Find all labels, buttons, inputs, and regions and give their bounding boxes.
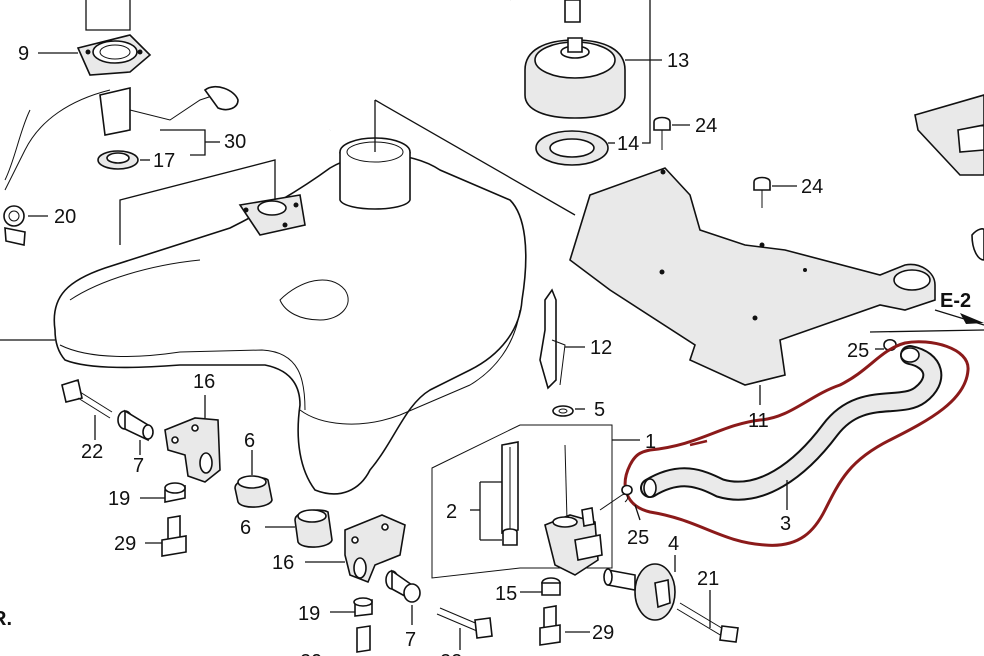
callout-24-top: 24 [695, 115, 717, 137]
part-17-seal [97, 150, 139, 170]
part-19-nut-lower [353, 597, 373, 617]
callout-3: 3 [780, 513, 791, 535]
part-14-gasket [535, 130, 609, 166]
callout-25-low: 25 [627, 527, 649, 549]
callout-24-mid: 24 [801, 176, 823, 198]
callout-9: 9 [18, 43, 29, 65]
part-9-flange [76, 34, 152, 76]
callout-7-low: 7 [405, 629, 416, 651]
callout-16-top: 16 [193, 371, 215, 393]
callout-29-center: 29 [592, 622, 614, 644]
callout-14: 14 [617, 133, 639, 155]
part-29-bolt [161, 515, 187, 557]
callout-29-top: 29 [114, 533, 136, 555]
part-20-clip [3, 205, 26, 246]
part-4-knob [603, 563, 676, 621]
part-5-washer [552, 405, 574, 417]
callout-15: 15 [495, 583, 517, 605]
callout-12: 12 [590, 337, 612, 359]
callout-1: 1 [645, 431, 656, 453]
part-29-bolt-lower [356, 625, 371, 653]
part-29-bolt-center [539, 605, 561, 646]
callout-4: 4 [668, 533, 679, 555]
callout-7-top: 7 [133, 455, 144, 477]
callout-30: 30 [224, 131, 246, 153]
fuel-tank [53, 137, 527, 495]
callout-5: 5 [594, 399, 605, 421]
part-22-bolt [61, 378, 113, 419]
part-21-bolt [676, 602, 739, 643]
part-24-bolts [653, 116, 771, 208]
callout-19-top: 19 [108, 488, 130, 510]
part-12-clip [539, 288, 566, 390]
callout-11: 11 [748, 410, 769, 432]
part-13-cap [524, 0, 626, 119]
callout-17: 17 [153, 150, 175, 172]
part-19-nut [164, 482, 186, 503]
callout-22-top: 22 [81, 441, 103, 463]
part-3-hose [640, 345, 943, 501]
part-2-strainer [501, 441, 519, 546]
part-30-sender [4, 85, 239, 191]
callout-16-low: 16 [272, 552, 294, 574]
part-16-bracket [164, 417, 221, 483]
callout-2: 2 [446, 501, 457, 523]
left-edge-mark: R. [0, 608, 12, 630]
part-7-collar-lower [385, 569, 421, 603]
part-16-bracket-lower [344, 514, 406, 584]
ref-e2: E-2 [940, 290, 971, 312]
part-7-collar [117, 409, 154, 442]
fuel-valve [544, 444, 629, 576]
callout-6-top: 6 [244, 430, 255, 452]
callout-22-low: 22 [440, 651, 462, 656]
part-15-nut [541, 577, 561, 596]
hose-highlight [623, 340, 970, 547]
callout-13: 13 [667, 50, 689, 72]
callout-29-low: 29 [300, 651, 322, 656]
callout-19-low: 19 [298, 603, 320, 625]
callout-21: 21 [697, 568, 719, 590]
callout-20: 20 [54, 206, 76, 228]
callout-25-top: 25 [847, 340, 869, 362]
part-22-bolt-lower [436, 607, 493, 639]
part-11-pad [569, 167, 936, 386]
part-6-rubber [234, 475, 333, 548]
callout-6-mid: 6 [240, 517, 251, 539]
